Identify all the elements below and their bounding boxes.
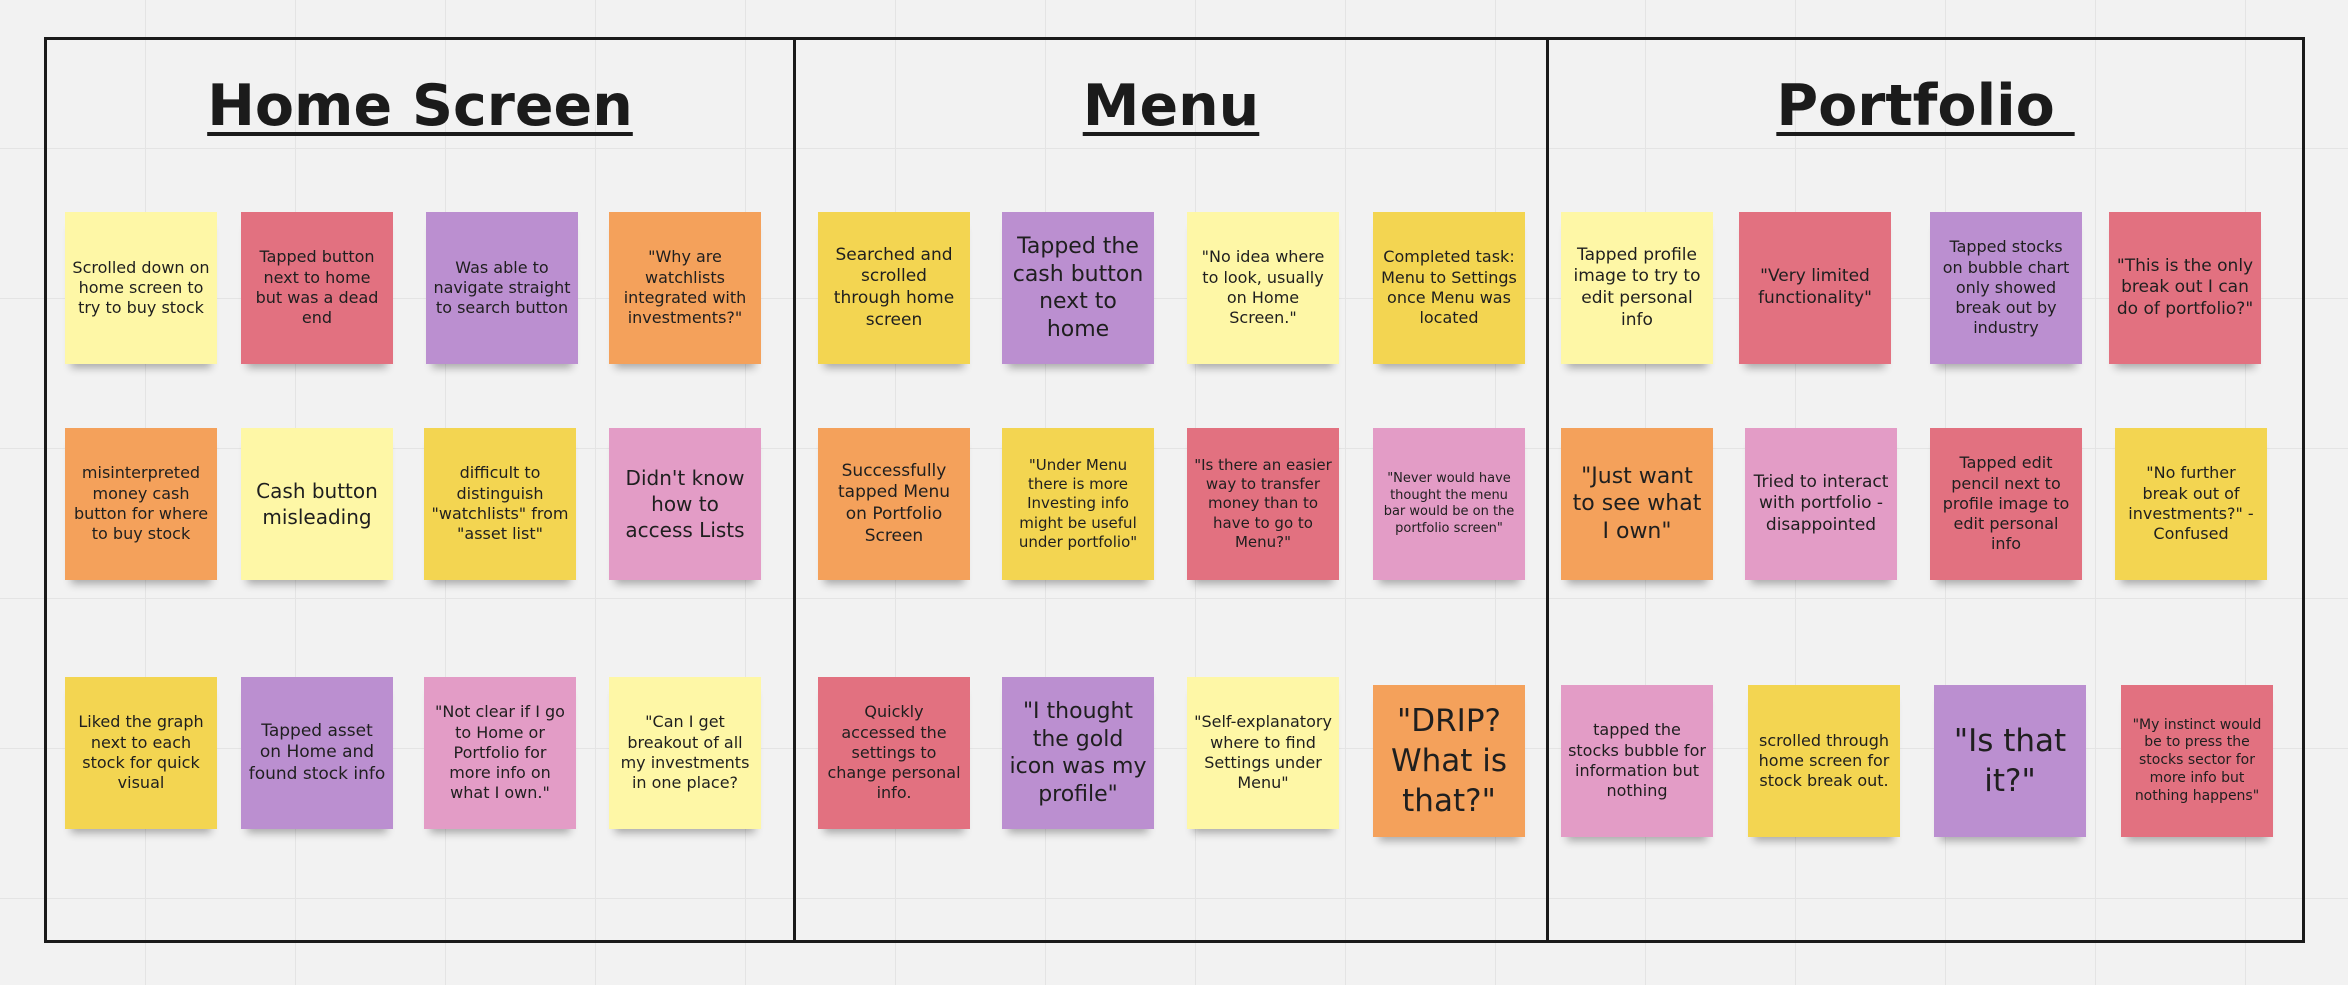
sticky-note[interactable]: Tapped edit pencil next to profile image… <box>1930 428 2082 580</box>
sticky-note[interactable]: Tried to interact with portfolio - disap… <box>1745 428 1897 580</box>
sticky-note[interactable]: "I thought the gold icon was my profile" <box>1002 677 1154 829</box>
sticky-note[interactable]: Tapped the cash button next to home <box>1002 212 1154 364</box>
sticky-note[interactable]: Quickly accessed the settings to change … <box>818 677 970 829</box>
sticky-note[interactable]: "Self-explanatory where to find Settings… <box>1187 677 1339 829</box>
sticky-note[interactable]: Cash button misleading <box>241 428 393 580</box>
sticky-note[interactable]: "No idea where to look, usually on Home … <box>1187 212 1339 364</box>
sticky-note[interactable]: Was able to navigate straight to search … <box>426 212 578 364</box>
sticky-note[interactable]: "Just want to see what I own" <box>1561 428 1713 580</box>
sticky-note[interactable]: Completed task: Menu to Settings once Me… <box>1373 212 1525 364</box>
sticky-note[interactable]: "Is that it?" <box>1934 685 2086 837</box>
sticky-note[interactable]: "Why are watchlists integrated with inve… <box>609 212 761 364</box>
sticky-note[interactable]: Tapped profile image to try to edit pers… <box>1561 212 1713 364</box>
sticky-note[interactable]: "No further break out of investments?" -… <box>2115 428 2267 580</box>
sticky-note[interactable]: tapped the stocks bubble for information… <box>1561 685 1713 837</box>
sticky-note[interactable]: "My instinct would be to press the stock… <box>2121 685 2273 837</box>
sticky-note[interactable]: "This is the only break out I can do of … <box>2109 212 2261 364</box>
sticky-note[interactable]: Didn't know how to access Lists <box>609 428 761 580</box>
sticky-note[interactable]: difficult to distinguish "watchlists" fr… <box>424 428 576 580</box>
sticky-note[interactable]: "Is there an easier way to transfer mone… <box>1187 428 1339 580</box>
sticky-note[interactable]: Liked the graph next to each stock for q… <box>65 677 217 829</box>
sticky-note[interactable]: "Not clear if I go to Home or Portfolio … <box>424 677 576 829</box>
sticky-note[interactable]: scrolled through home screen for stock b… <box>1748 685 1900 837</box>
sticky-note[interactable]: "Can I get breakout of all my investment… <box>609 677 761 829</box>
frame-title: Portfolio <box>1776 73 2075 139</box>
sticky-note[interactable]: Tapped button next to home but was a dea… <box>241 212 393 364</box>
sticky-note[interactable]: misinterpreted money cash button for whe… <box>65 428 217 580</box>
sticky-note[interactable]: Successfully tapped Menu on Portfolio Sc… <box>818 428 970 580</box>
sticky-note[interactable]: Tapped asset on Home and found stock inf… <box>241 677 393 829</box>
sticky-note[interactable]: Scrolled down on home screen to try to b… <box>65 212 217 364</box>
sticky-note[interactable]: Tapped stocks on bubble chart only showe… <box>1930 212 2082 364</box>
sticky-note[interactable]: "Never would have thought the menu bar w… <box>1373 428 1525 580</box>
frame-portfolio[interactable]: Portfolio <box>1546 37 2305 943</box>
sticky-note[interactable]: "DRIP? What is that?" <box>1373 685 1525 837</box>
sticky-note[interactable]: "Very limited functionality" <box>1739 212 1891 364</box>
sticky-note[interactable]: "Under Menu there is more Investing info… <box>1002 428 1154 580</box>
sticky-note[interactable]: Searched and scrolled through home scree… <box>818 212 970 364</box>
frame-title: Home Screen <box>207 73 633 139</box>
frame-title: Menu <box>1082 73 1260 139</box>
